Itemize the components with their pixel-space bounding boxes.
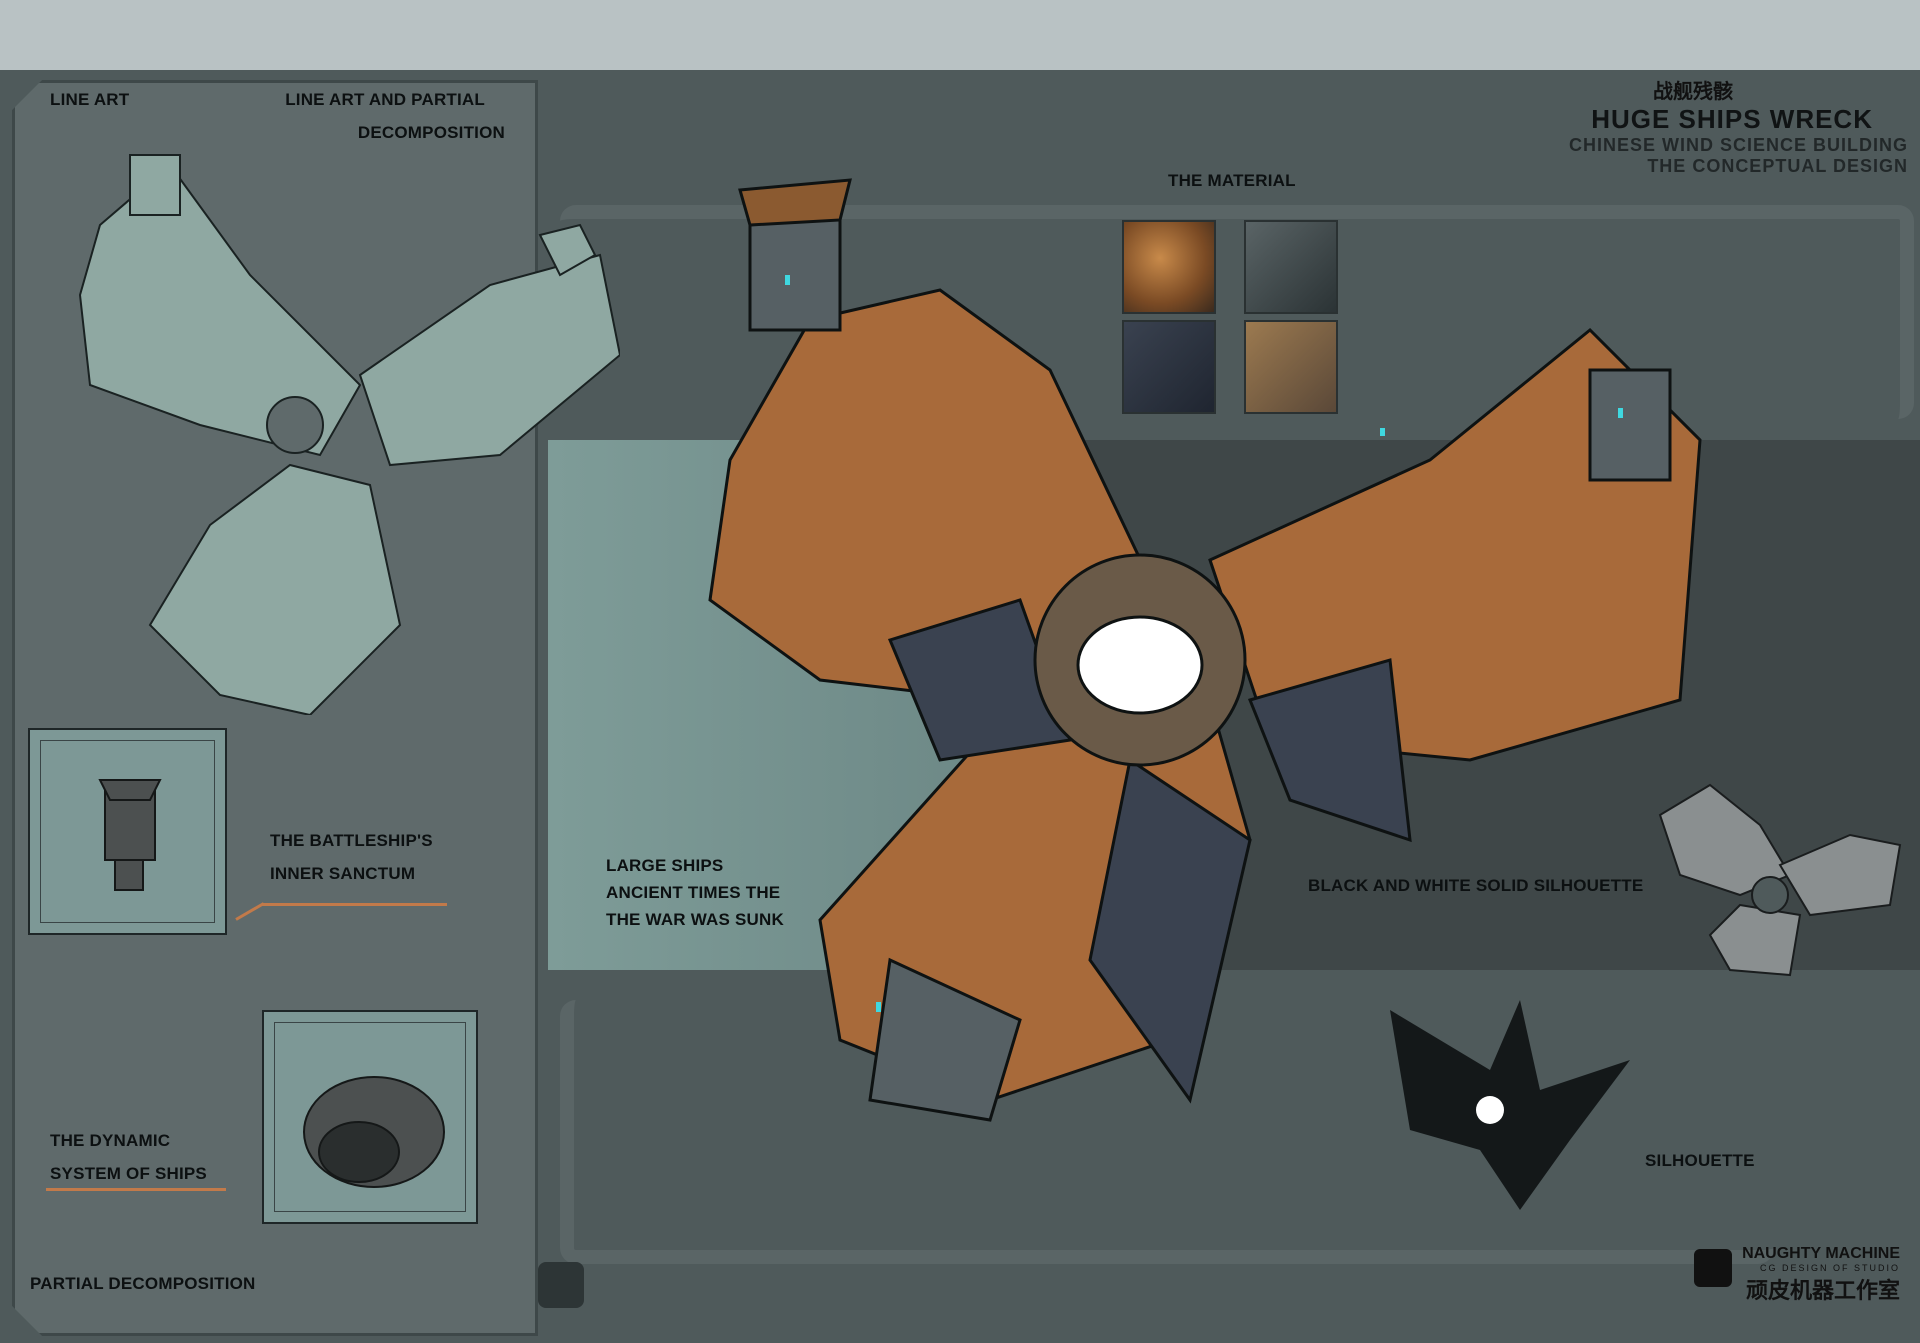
studio-badge-icon — [538, 1262, 584, 1308]
grayscale-ship-render — [1658, 783, 1902, 977]
inner-sanctum-thumbnail — [28, 728, 227, 935]
accent-line-dynamic — [46, 1188, 226, 1191]
title-main: HUGE SHIPS WRECK — [1591, 104, 1873, 134]
title-sub-1: CHINESE WIND SCIENCE BUILDING — [1568, 135, 1908, 155]
black-silhouette — [1390, 1000, 1630, 1210]
logo-cn: 顽皮机器工作室 — [1745, 1278, 1900, 1303]
label-large-ships-2: ANCIENT TIMES THE — [606, 883, 781, 902]
dynamic-system-thumbnail — [262, 1010, 478, 1224]
swatch-steel — [1244, 220, 1338, 314]
accent-line-sanctum — [262, 903, 447, 906]
circuit-decoration-bottom — [560, 1000, 1774, 1264]
title-cn: 战舰残骸 — [1653, 81, 1733, 103]
label-material: THE MATERIAL — [1168, 171, 1296, 190]
label-silhouette: SILHOUETTE — [1645, 1151, 1755, 1170]
label-line-art-partial-2: DECOMPOSITION — [357, 123, 505, 142]
swatch-worn-bronze — [1244, 320, 1338, 414]
swatch-dark-metal — [1122, 320, 1216, 414]
label-large-ships-3: THE WAR WAS SUNK — [606, 910, 784, 929]
swatch-rust — [1122, 220, 1216, 314]
studio-logo: NAUGHTY MACHINE CG DESIGN OF STUDIO 顽皮机器… — [1694, 1245, 1900, 1305]
main-ship-wreck-illustration — [708, 178, 1702, 1122]
label-bw-silhouette: BLACK AND WHITE SOLID SILHOUETTE — [1308, 876, 1644, 895]
label-partial-decomposition: PARTIAL DECOMPOSITION — [30, 1274, 256, 1293]
label-line-art-partial-1: LINE ART AND PARTIAL — [285, 90, 485, 109]
studio-logo-icon — [1694, 1249, 1733, 1287]
logo-en: NAUGHTY MACHINE — [1742, 1245, 1900, 1262]
title-sub-2: THE CONCEPTUAL DESIGN — [1647, 156, 1908, 176]
label-dynamic-1: THE DYNAMIC — [50, 1131, 171, 1150]
ship-component-icon — [303, 1076, 445, 1188]
label-large-ships-1: LARGE SHIPS — [606, 856, 724, 875]
title-block: 战舰残骸 HUGE SHIPS WRECK CHINESE WIND SCIEN… — [1569, 75, 1908, 177]
sanctum-tower-icon — [98, 779, 162, 891]
line-art-ship-illustration — [78, 154, 620, 715]
label-line-art: LINE ART — [50, 90, 130, 109]
logo-tagline: CG DESIGN OF STUDIO — [1759, 1263, 1900, 1273]
label-dynamic-2: SYSTEM OF SHIPS — [50, 1164, 207, 1183]
label-inner-sanctum-1: THE BATTLESHIP'S — [270, 831, 433, 850]
circuit-decoration-top — [560, 205, 1914, 419]
label-inner-sanctum-2: INNER SANCTUM — [270, 864, 416, 883]
